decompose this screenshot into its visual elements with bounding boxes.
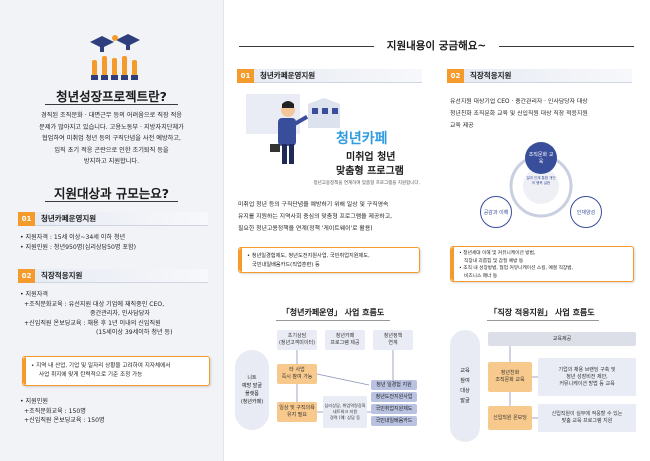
flow2-onboarding-detail: 신입직원이 실무에 적응할 수 있는 맞춤 교육 프로그램 지원 bbox=[538, 404, 636, 432]
flow1-diagram: 니트 예방 발굴 플랫폼 (청년카페) 초기상담 (청년고객미이터) 청년카페 … bbox=[233, 326, 431, 450]
eligibility-line: 중간관리자, 인사담당자 bbox=[90, 310, 150, 317]
flow2-connectors bbox=[509, 346, 538, 419]
eligibility-line: (15세이상 39세이하 청년 등) bbox=[96, 329, 173, 336]
fold-divider bbox=[223, 0, 224, 461]
right-title-row: 지원내용이 궁금해요~ bbox=[239, 36, 634, 52]
note-line: • 지역 내 산업, 기업 및 일자리 상황을 고려하여 지자체에서 bbox=[31, 363, 171, 369]
desc-line: 미취업 청년 등의 구직단념을 예방하기 위해 일상 및 구직영속 bbox=[238, 202, 389, 208]
work-eligibility: • 지원자격 +조직문화교육 : 유선지원 대상 기업에 재직중인 CEO, 중… bbox=[20, 290, 220, 338]
intro-paragraph: 경직된 조직문화 · 대면근무 등의 어려움으로 직장 적응 문제가 많아지고 … bbox=[8, 110, 215, 168]
intro-line: 방지하고 지원합니다. bbox=[83, 158, 140, 165]
flow1-policy-4: 국민내일배움카드 bbox=[371, 416, 417, 426]
box-accent bbox=[451, 247, 454, 281]
cafe-description: 미취업 청년 등의 구직단념을 예방하기 위해 일상 및 구직영속 유지를 지원… bbox=[238, 199, 428, 235]
section-number: 02 bbox=[447, 69, 464, 83]
intro-line: 경직된 조직문화 · 대면근무 등의 어려움으로 직장 적응 bbox=[41, 112, 182, 119]
section-number: 01 bbox=[18, 212, 35, 226]
box-accent bbox=[239, 248, 242, 272]
desc-line: 교육 제공 bbox=[450, 123, 474, 129]
flow1-motivation: 일상 및 구직의욕 유지 필요 bbox=[277, 402, 317, 422]
cafe-headline: 청년카페 bbox=[336, 131, 388, 147]
scale-underline bbox=[45, 201, 178, 202]
title-underline bbox=[45, 104, 178, 105]
flow2-diagram: 교육 참여 대상 발굴 교육제공 청년친화 조직문화 교육 기업의 채용 브랜딩… bbox=[448, 326, 640, 450]
desc-line: 필요한 청년고용정책을 연계(정책 '게이트웨이'로 활용) bbox=[238, 226, 373, 232]
cafe-caption: 청년고용정책을 연계하여 맞춤형 프로그램을 지원합니다. bbox=[313, 181, 420, 186]
work-capacity: • 지원인원 +조직문화교육 : 150명 +신입직원 온보딩교육 : 150명 bbox=[20, 397, 220, 426]
flow1-platform: 니트 예방 발굴 플랫폼 (청년카페) bbox=[235, 350, 269, 430]
flow2-underline bbox=[487, 320, 599, 321]
project-logo bbox=[80, 28, 150, 82]
cycle-node-talent: 인재양성 bbox=[570, 196, 602, 228]
policy-line: 국민내일배움카드(직업훈련) 등 bbox=[252, 261, 320, 268]
section-label: 직장적응지원 bbox=[35, 269, 208, 283]
topic-line: 직장내 괴롭힘 및 갑질 예방 등 bbox=[464, 258, 524, 264]
topic-line: 비즈니스 매너 등 bbox=[464, 273, 498, 279]
capacity-line: +신입직원 온보딩교육 : 150명 bbox=[24, 417, 105, 424]
flow1-policy-2: 청년도전지원사업 bbox=[371, 392, 417, 402]
flow2-target: 교육 참여 대상 발굴 bbox=[450, 330, 480, 442]
section-number: 01 bbox=[237, 69, 254, 83]
left-section-cafe: 01 청년카페운영지원 bbox=[18, 212, 208, 226]
section-label: 청년카페운영지원 bbox=[35, 212, 208, 226]
right-section-cafe: 01 청년카페운영지원 bbox=[237, 69, 422, 83]
flow1-support: 심리상담, 취업역량강화 네트워크 지원 경력 (예: 상담 등 bbox=[323, 396, 367, 428]
title-rule-left bbox=[239, 46, 374, 47]
eligibility-head: • 지원자격 bbox=[20, 291, 48, 298]
note-line: 사업 취지에 맞게 탄력적으로 기준 조정 가능 bbox=[39, 372, 143, 378]
cycle-center: 일과 인재 통합 개인의 행복 실현 bbox=[526, 176, 556, 185]
flow1-underline bbox=[276, 320, 390, 321]
flow2-title: 「직장 적응지원」 사업 흐름도 bbox=[489, 308, 595, 317]
cafe-policy-box: • 청년일경험제도, 청년도전지원사업, 국민취업지원제도, 국민내일배움카드(… bbox=[238, 247, 420, 273]
flow1-policy-1: 청년 일경험 지원 bbox=[371, 380, 417, 390]
topic-line: • 조직 내 성장방법, 협업 커뮤니케이션 스킬, 예절 직장법, bbox=[459, 266, 574, 272]
intro-line: 입직 초기 적응 곤란으로 인한 조기퇴직 등을 bbox=[54, 146, 169, 154]
capacity-line: +조직문화교육 : 150명 bbox=[24, 407, 86, 415]
flow1-program: 청년카페 프로그램 제공 bbox=[325, 330, 365, 350]
flow1-immediate: 타 사업 즉시 참여 가능 bbox=[277, 364, 317, 384]
cafe-sub2: 맞춤형 프로그램 bbox=[336, 166, 404, 177]
flow1-policy-3: 국민취업지원제도 bbox=[371, 404, 417, 414]
flow1-policy-link: 청년정책 연계 bbox=[373, 330, 413, 350]
capacity-head: • 지원인원 bbox=[20, 398, 48, 405]
left-title: 청년성장프로젝트란? bbox=[56, 89, 167, 104]
work-description: 유선지원 대상기업 CEO · 중간관리자 · 인사담당자 대상 청년친화 조직… bbox=[450, 96, 635, 132]
work-topics-box: • 청년세대 이해 및 커뮤니케이션 방법, 직장내 괴롭힘 및 갑질 예방 등… bbox=[450, 246, 634, 282]
box-accent bbox=[23, 357, 26, 385]
flow2-onboarding: 신입직원 온보딩 bbox=[488, 406, 532, 430]
flow2-culture-detail: 기업의 채용 브랜딩 구축 및 청년 성장비전 제안, 커뮤니케이션 방법 등 … bbox=[538, 358, 636, 396]
eligibility-line: +신입직원 온보딩교육 : 채용 후 1년 이내의 신입직원 bbox=[24, 319, 161, 327]
eligibility-line: +조직문화교육 : 유선지원 대상 기업에 재직중인 CEO, bbox=[24, 300, 165, 308]
desc-line: 청년친화 조직문화 교육 및 신입직원 대상 직장 적응지원 bbox=[450, 111, 588, 117]
cycle-node-culture: 조직문화 교육 bbox=[525, 142, 557, 174]
eligibility-line: • 지원자격 : 15세 이상~34세 이하 청년 bbox=[20, 234, 126, 241]
cafe-illustration bbox=[246, 94, 340, 164]
policy-line: • 청년일경험제도, 청년도전지원사업, 국민취업지원제도, bbox=[247, 253, 370, 259]
adjust-note-box: • 지역 내 산업, 기업 및 일자리 상황을 고려하여 지자체에서 사업 취지… bbox=[22, 356, 210, 386]
flow1-connectors bbox=[296, 350, 394, 413]
title-rule-right bbox=[499, 46, 634, 47]
flow1-title: 「청년카페운영」 사업 흐름도 bbox=[281, 308, 385, 317]
cafe-sub1: 미취업 청년 bbox=[346, 152, 396, 163]
cycle-node-empathy: 공감과 이해 bbox=[480, 196, 512, 228]
flow1-initial-consult: 초기상담 (청년고객미이터) bbox=[277, 330, 317, 350]
flow2-education: 교육제공 bbox=[488, 332, 636, 346]
desc-line: 유선지원 대상기업 CEO · 중간관리자 · 인사담당자 대상 bbox=[450, 99, 588, 105]
intro-line: 협업하여 미취업 청년 등의 구직단념을 사전 예방하고, bbox=[41, 135, 181, 142]
section-label: 청년카페운영지원 bbox=[254, 69, 422, 83]
cafe-eligibility: • 지원자격 : 15세 이상~34세 이하 청년 • 지원인원 : 청년950… bbox=[20, 233, 215, 252]
cycle-diagram: 조직문화 교육 일과 인재 통합 개인의 행복 실현 공감과 이해 인재양성 bbox=[478, 140, 604, 232]
right-title: 지원내용이 궁금해요~ bbox=[386, 40, 487, 52]
right-section-work: 02 직장적응지원 bbox=[447, 69, 632, 83]
scale-title: 지원대상과 규모는요? bbox=[53, 186, 170, 201]
eligibility-line: • 지원인원 : 청년950명(심리상담50명 포함) bbox=[20, 243, 137, 251]
intro-line: 문제가 많아지고 있습니다. 고용노동부 · 지방자치단체가 bbox=[39, 123, 184, 131]
cafe-graphic: 청년카페 미취업 청년 맞춤형 프로그램 청년고용정책을 연계하여 맞춤형 프로… bbox=[238, 88, 420, 194]
section-number: 02 bbox=[18, 269, 35, 283]
section-label: 직장적응지원 bbox=[464, 69, 632, 83]
topic-line: • 청년세대 이해 및 커뮤니케이션 방법, bbox=[459, 251, 536, 256]
flow2-culture-course: 청년친화 조직문화 교육 bbox=[488, 362, 532, 392]
left-section-work: 02 직장적응지원 bbox=[18, 269, 208, 283]
desc-line: 유지를 지원하는 지역사회 중심의 맞춤형 프로그램을 제공하고, bbox=[238, 214, 393, 220]
